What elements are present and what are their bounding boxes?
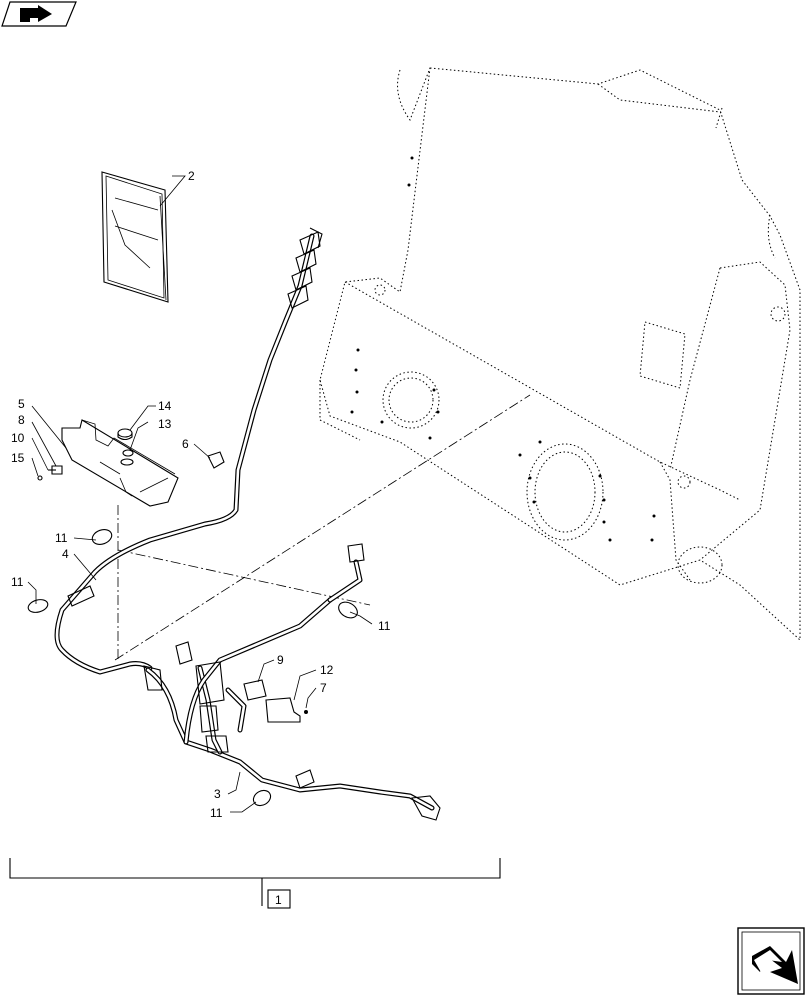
callout-2: 2 [188, 169, 195, 183]
callout-12: 12 [320, 663, 334, 677]
callout-1: 1 [275, 893, 282, 907]
grommet-11 [27, 529, 358, 807]
callout-5: 5 [18, 397, 25, 411]
callout-10: 10 [11, 431, 25, 445]
callout-3: 3 [214, 787, 221, 801]
leader-lines [27, 175, 373, 813]
callout-13: 13 [158, 417, 172, 431]
assembly-bracket: 1 [9, 858, 501, 909]
next-page-arrow-icon[interactable] [737, 927, 805, 995]
callout-9: 9 [277, 653, 284, 667]
previous-page-arrow-icon[interactable] [1, 1, 77, 27]
callout-14: 14 [158, 399, 172, 413]
harness-4 [54, 227, 323, 675]
callout-4: 4 [62, 547, 69, 561]
callout-11-c: 11 [378, 619, 391, 633]
callout-11-b: 11 [11, 575, 24, 589]
mounting-bracket [61, 419, 179, 507]
machine-frame [319, 67, 801, 642]
cap-and-grommet [117, 428, 134, 457]
callout-11-a: 11 [55, 531, 68, 545]
callout-labels: 2 5 8 10 15 14 13 6 11 4 11 11 9 12 7 3 … [11, 169, 391, 820]
callout-8: 8 [18, 413, 25, 427]
centerlines [114, 394, 531, 661]
harness-3 [143, 543, 441, 821]
brackets-9-12-7 [243, 679, 308, 723]
callout-6: 6 [182, 437, 189, 451]
manual-booklet [101, 171, 169, 303]
clip-6 [207, 451, 225, 469]
small-fasteners [37, 465, 63, 481]
callout-11-d: 11 [210, 806, 223, 820]
callout-15: 15 [11, 451, 25, 465]
callout-7: 7 [320, 681, 327, 695]
